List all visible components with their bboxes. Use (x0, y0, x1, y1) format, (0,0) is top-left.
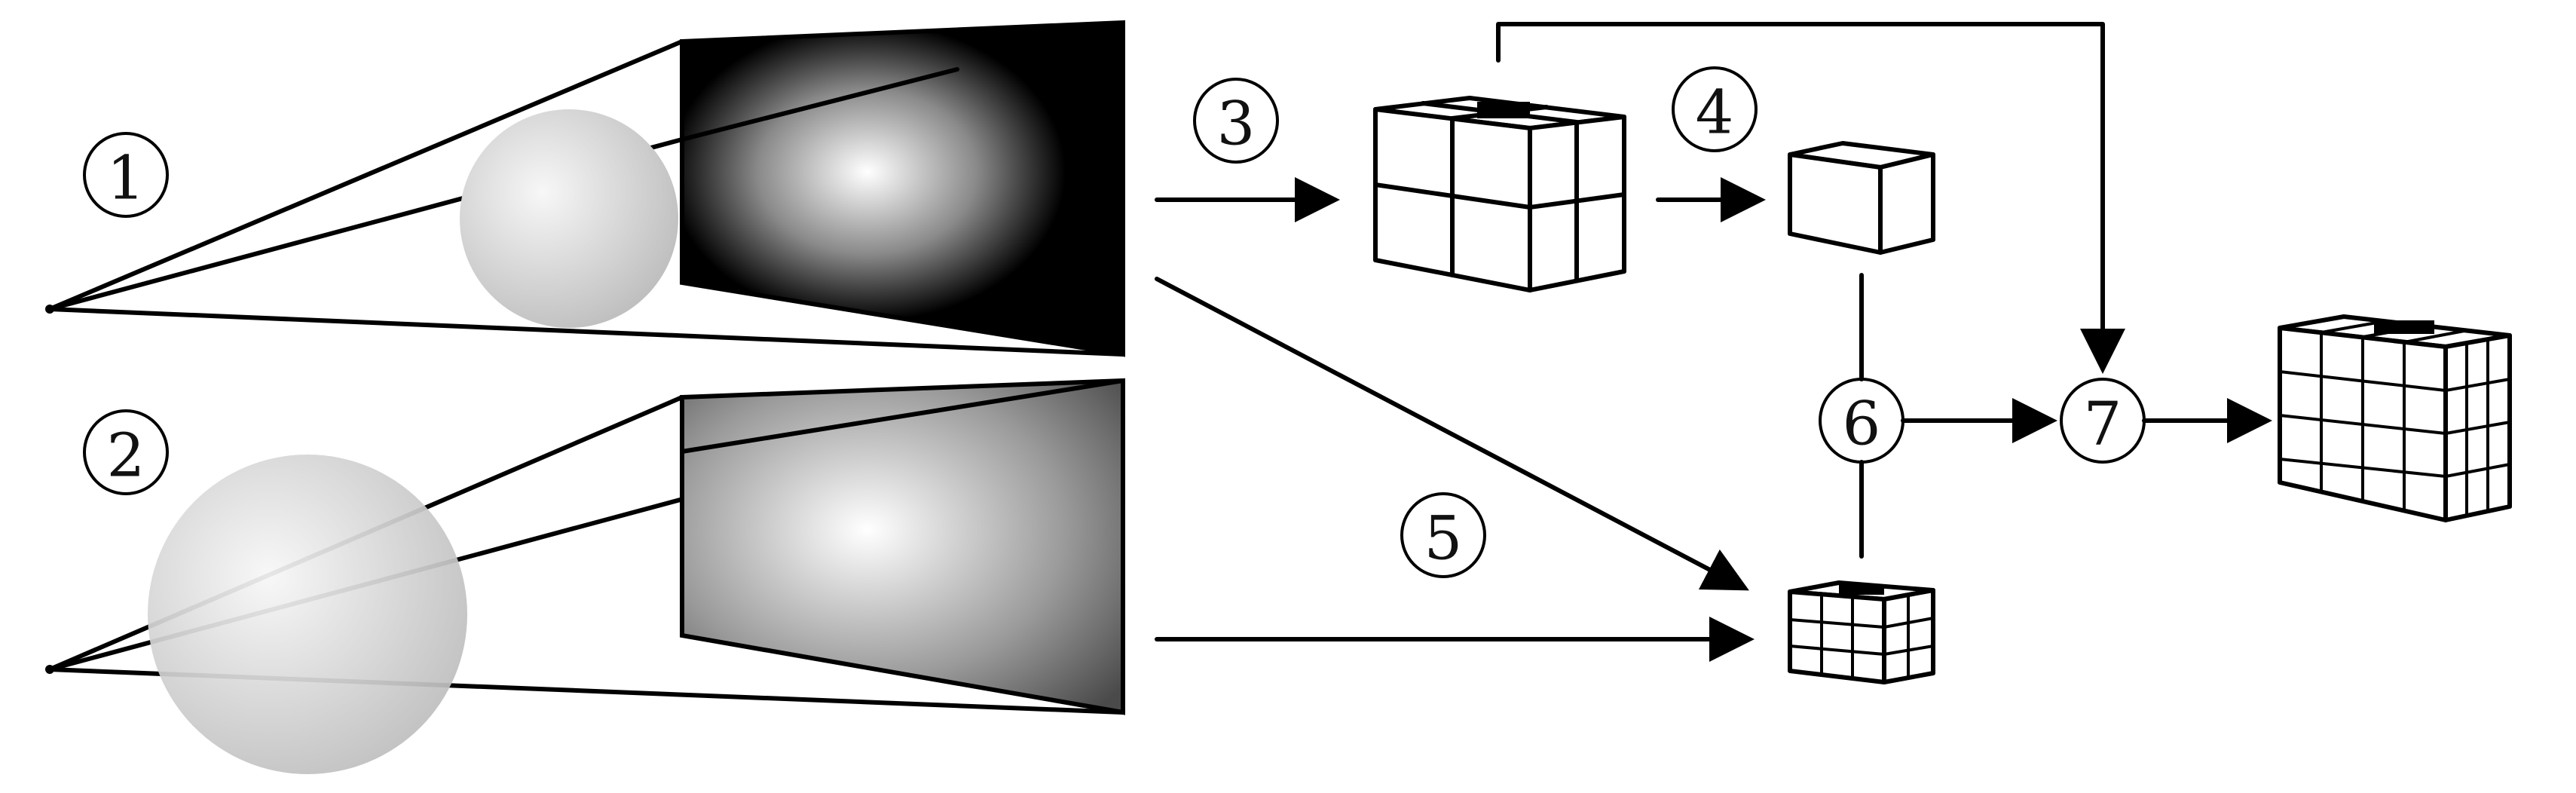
step-label-3: 3 (1217, 89, 1256, 159)
frustum-ray-2-mid-over (680, 378, 1125, 454)
scene-1 (45, 20, 1125, 357)
voxel-grid-2x2x2-icon (1373, 96, 1626, 292)
step-marker-5: 5 (1400, 492, 1486, 578)
frustum-ray-1-top (47, 39, 684, 311)
projection-plane-1 (680, 20, 1125, 357)
step-label-4: 4 (1696, 78, 1734, 148)
step-marker-1: 1 (83, 132, 169, 218)
arrow-volume3-to-step7 (1496, 22, 2125, 374)
step-marker-2: 2 (83, 409, 169, 495)
step-label-5: 5 (1424, 504, 1463, 574)
voxel-block-icon (1788, 141, 1935, 255)
voxel-grid-fine-icon (1788, 580, 1935, 684)
projection-plane-2 (680, 378, 1125, 715)
step-label-2: 2 (107, 421, 145, 491)
frustum-ray-1-through (680, 67, 959, 142)
voxel-grid-dense-icon (2278, 314, 2512, 522)
step-label-6: 6 (1843, 389, 1881, 459)
sphere-1 (460, 109, 678, 328)
step-marker-3: 3 (1193, 78, 1279, 164)
sphere-2 (148, 455, 467, 774)
arrow-projection1-to-volume5 (1155, 277, 1749, 591)
scene-2 (45, 378, 1125, 774)
step-label-1: 1 (107, 143, 145, 213)
step-marker-4: 4 (1672, 66, 1758, 152)
step-marker-6: 6 (1819, 378, 1904, 464)
step-label-7: 7 (2084, 389, 2122, 459)
step-marker-7: 7 (2060, 378, 2146, 464)
frustum-ray-1-bottom (47, 307, 1125, 357)
